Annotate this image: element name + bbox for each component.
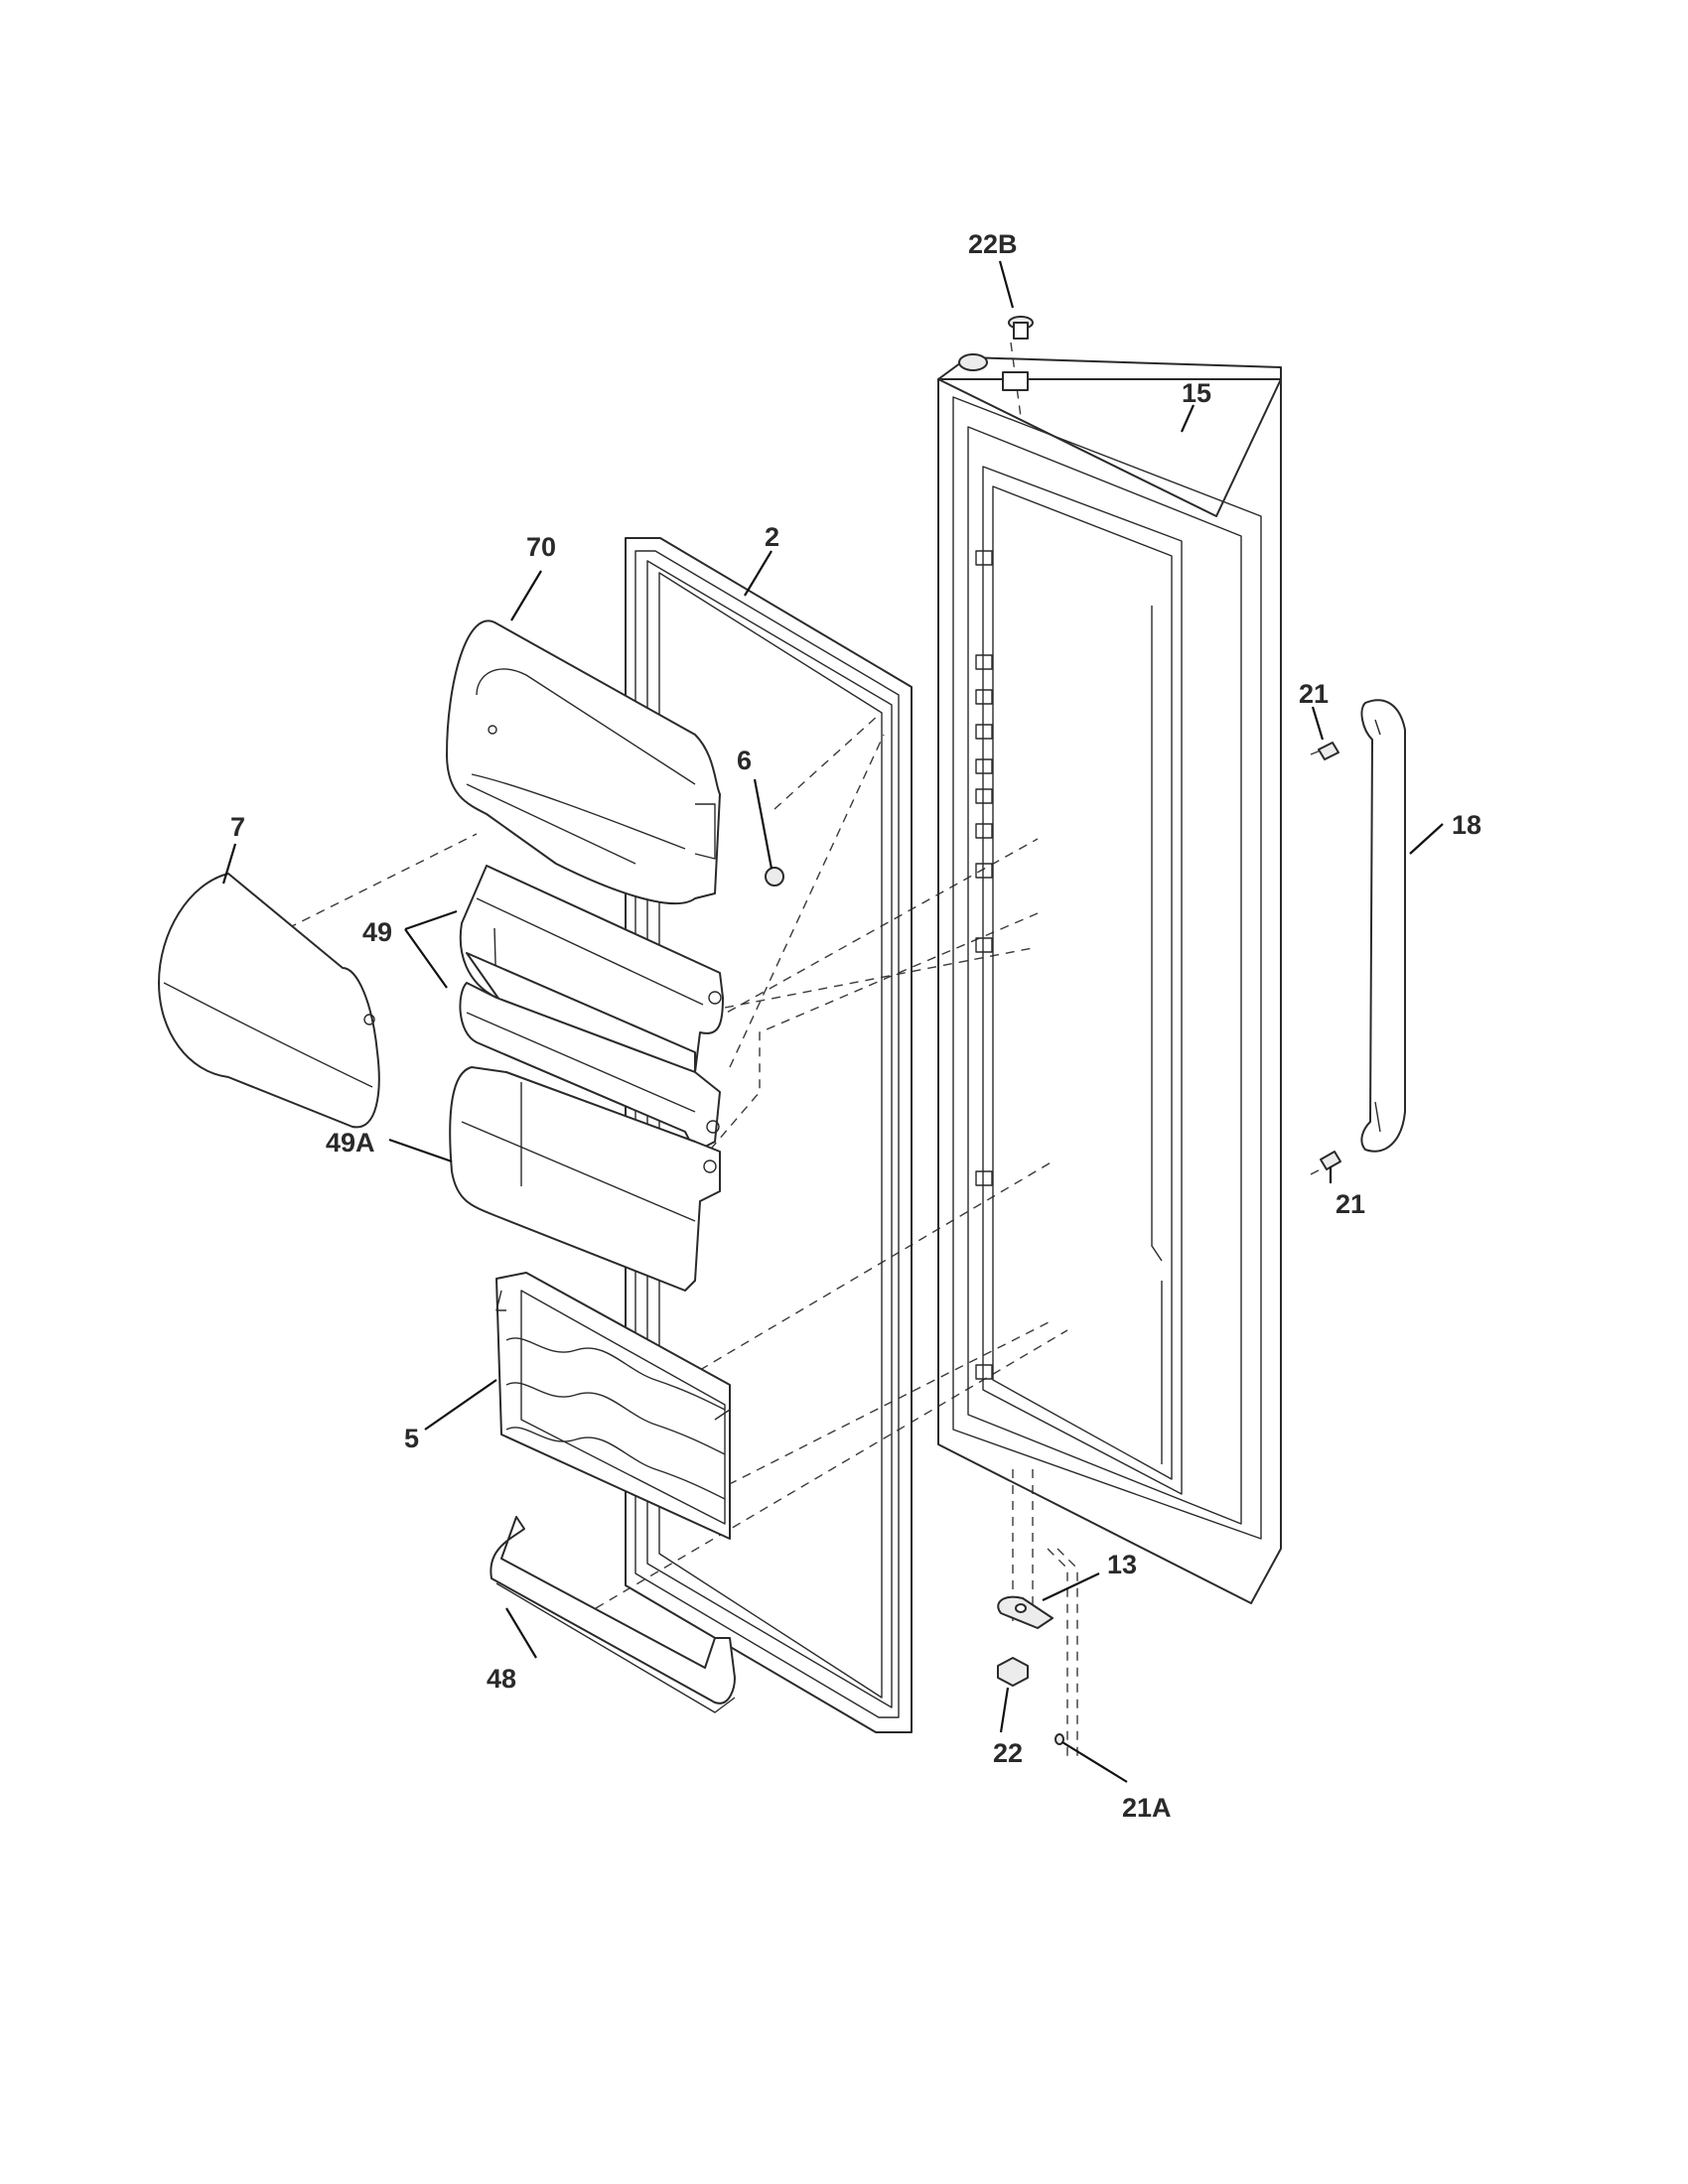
callout-49A: 49A (326, 1128, 375, 1158)
egg-tray (495, 1272, 731, 1540)
dairy-compartment (446, 619, 721, 905)
shelf-clips (975, 550, 993, 1380)
door-bin-large (449, 1066, 721, 1292)
callout-13: 13 (1107, 1550, 1137, 1579)
callout-15: 15 (1182, 378, 1211, 408)
hinge-bracket (997, 1595, 1054, 1629)
callout-6: 6 (737, 746, 752, 775)
callout-21-top: 21 (1299, 679, 1329, 709)
callout-7: 7 (230, 812, 245, 842)
hinge-bushing (997, 1657, 1029, 1687)
door-bins-upper (459, 865, 724, 1153)
door-panel (937, 353, 1282, 1604)
callout-48: 48 (487, 1664, 516, 1694)
alignment-lines (287, 341, 1336, 1757)
callout-labels: 22B 15 70 2 6 7 49 49A 21 18 21 5 13 48 … (230, 229, 1481, 1823)
screw-top (1318, 742, 1339, 760)
screw-bottom (1320, 1151, 1341, 1170)
callout-5: 5 (404, 1424, 419, 1453)
door-handle (1360, 699, 1406, 1153)
callout-21-bottom: 21 (1336, 1189, 1365, 1219)
callout-22: 22 (993, 1738, 1023, 1768)
pivot-knob (765, 867, 784, 887)
callout-70: 70 (526, 532, 556, 562)
callout-2: 2 (765, 522, 779, 552)
door-bin-bottom (490, 1516, 736, 1713)
leader-lines (221, 260, 1444, 1783)
callout-21A: 21A (1122, 1793, 1172, 1823)
hinge-pin-top (1008, 316, 1034, 340)
callout-22B: 22B (968, 229, 1018, 259)
callout-49: 49 (362, 917, 392, 947)
dairy-door (158, 873, 380, 1129)
callout-18: 18 (1452, 810, 1481, 840)
screw-small (1055, 1733, 1064, 1745)
